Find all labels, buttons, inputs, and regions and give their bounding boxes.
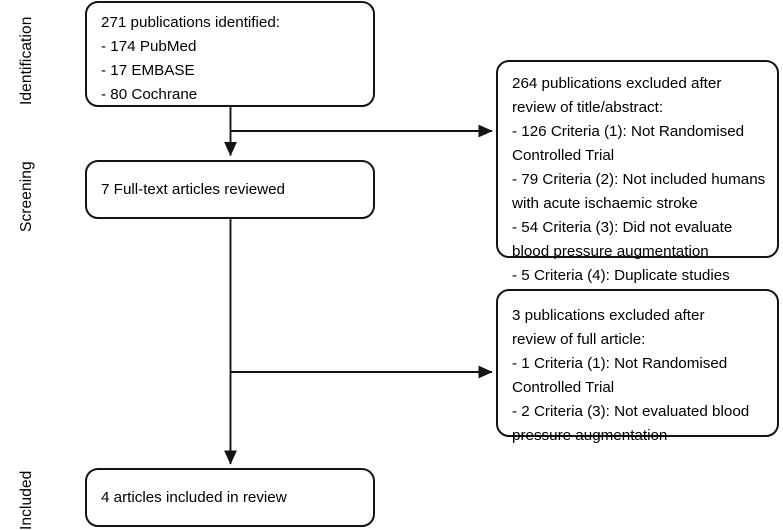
- stage-label-included: Included: [18, 470, 35, 530]
- stage-label-screening: Screening: [18, 161, 35, 232]
- stage-label-identification: Identification: [18, 16, 35, 105]
- node-articles-included-in-review-text: 4 articles included in review: [101, 488, 287, 506]
- node-excluded-after-fulltext-review-text: 3 publications excluded after review of …: [512, 307, 750, 444]
- node-publications-identified[interactable]: 271 publications identified: - 174 PubMe…: [85, 1, 375, 107]
- node-excluded-after-abstract-review[interactable]: 264 publications excluded after review o…: [496, 60, 779, 284]
- node-excluded-after-abstract-review-text: 264 publications excluded after review o…: [512, 75, 766, 284]
- node-publications-identified-text: 271 publications identified: - 174 PubMe…: [101, 14, 281, 103]
- node-fulltext-articles-reviewed-text: 7 Full-text articles reviewed: [101, 180, 286, 198]
- node-fulltext-articles-reviewed[interactable]: 7 Full-text articles reviewed: [85, 160, 375, 219]
- node-articles-included-in-review[interactable]: 4 articles included in review: [85, 468, 375, 527]
- node-excluded-after-fulltext-review[interactable]: 3 publications excluded after review of …: [496, 289, 779, 444]
